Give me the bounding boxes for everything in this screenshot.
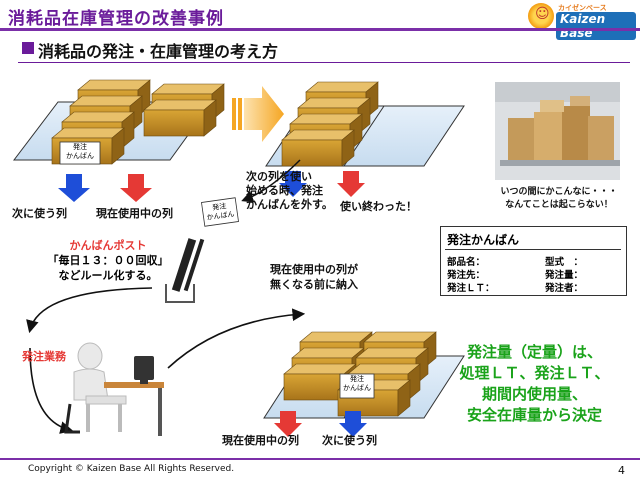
photo-caption: いつの間にかこんなに・・・ なんてことは起こらない！ bbox=[484, 186, 634, 212]
subheading: 消耗品の発注・在庫管理の考え方 bbox=[38, 42, 279, 61]
page-title: 消耗品在庫管理の改善事例 bbox=[8, 9, 224, 29]
conclusion-line: 発注量（定量）は、 bbox=[466, 343, 602, 361]
field-quantity: 発注量： bbox=[545, 270, 584, 281]
stock-shelf-photo bbox=[495, 82, 620, 180]
card-title: 発注かんばん bbox=[447, 233, 520, 247]
kanban-tag-label: 発注 かんばん bbox=[341, 375, 373, 393]
person-at-desk-icon bbox=[64, 342, 164, 436]
order-work-label: 発注業務 bbox=[22, 350, 66, 363]
used-up-label: 使い終わった！ bbox=[340, 200, 417, 213]
red-up-arrow-icon bbox=[337, 171, 365, 197]
conclusion-line: 処理ＬＴ、発注ＬＴ、 bbox=[459, 364, 610, 382]
delivery-line: 現在使用中の列が bbox=[270, 263, 358, 276]
logo-kana: カイゼンベース bbox=[558, 4, 607, 12]
blue-up-arrow-icon bbox=[339, 411, 367, 437]
caption-line: いつの間にかこんなに・・・ bbox=[500, 187, 618, 197]
kanban-tag-label: 発注 かんばん bbox=[62, 143, 98, 161]
kanban-post-rule: 「毎日１３：００回収」 bbox=[47, 254, 169, 267]
page-number: 4 bbox=[618, 464, 625, 477]
kanban-tag-line: 発注 bbox=[350, 375, 364, 383]
field-part-name: 部品名： bbox=[447, 257, 486, 268]
kanban-post-note: かんばんポスト 「毎日１３：００回収」 などルール化する。 bbox=[42, 238, 174, 283]
kanban-tag-line: 発注 bbox=[73, 143, 87, 151]
note-line: 次の列を使い bbox=[246, 170, 312, 183]
conclusion-line: 期間内使用量、 bbox=[481, 385, 587, 403]
delivery-line: 無くなる前に納入 bbox=[270, 278, 358, 291]
label-next-row: 次に使う列 bbox=[12, 207, 67, 220]
kanban-tag-icon bbox=[339, 373, 375, 399]
kaizen-base-logo: ☺ カイゼンベース Kaizen Base bbox=[528, 3, 636, 40]
field-orderer: 発注者： bbox=[545, 283, 584, 294]
box bbox=[143, 99, 217, 137]
kanban-post-title: かんばんポスト bbox=[69, 239, 147, 252]
orange-arrow-icon bbox=[232, 86, 284, 142]
field-lead-time: 発注ＬＴ： bbox=[447, 283, 495, 294]
kanban-tag-line: かんばん bbox=[66, 152, 94, 160]
conclusion-line: 安全在庫量から決定 bbox=[466, 406, 602, 424]
order-kanban-card: 発注かんばん 部品名： 発注先： 発注ＬＴ： 型式 ： 発注量： 発注者： bbox=[440, 226, 627, 296]
bullet-square-icon bbox=[22, 42, 34, 54]
detach-kanban-note: 次の列を使い 始める時、発注 かんばんを外す。 bbox=[246, 170, 333, 212]
kanban-post-icon bbox=[165, 238, 205, 303]
delivery-note: 現在使用中の列が 無くなる前に納入 bbox=[270, 262, 358, 292]
note-line: かんばんを外す。 bbox=[246, 198, 333, 211]
red-up-arrow-icon bbox=[274, 411, 302, 437]
sun-icon: ☺ bbox=[528, 3, 554, 29]
red-up-arrow-icon bbox=[120, 174, 152, 202]
note-line: 始める時、発注 bbox=[246, 184, 323, 197]
label-current-row: 現在使用中の列 bbox=[222, 434, 299, 447]
kanban-tag-icon bbox=[201, 197, 239, 227]
kanban-tag-icon bbox=[59, 141, 101, 165]
field-supplier: 発注先： bbox=[447, 270, 486, 281]
card-divider bbox=[445, 249, 621, 250]
label-current-row: 現在使用中の列 bbox=[96, 207, 173, 220]
caption-line: なんてことは起こらない！ bbox=[505, 200, 613, 210]
blue-up-arrow-icon bbox=[279, 171, 307, 197]
footer-rule bbox=[0, 458, 640, 460]
logo-text: Kaizen Base bbox=[556, 12, 636, 40]
order-quantity-conclusion: 発注量（定量）は、 処理ＬＴ、発注ＬＴ、 期間内使用量、 安全在庫量から決定 bbox=[432, 342, 637, 426]
box bbox=[281, 129, 355, 167]
field-model: 型式 ： bbox=[545, 257, 584, 268]
header-rule bbox=[0, 28, 640, 31]
blue-up-arrow-icon bbox=[58, 174, 90, 202]
subheading-rule bbox=[18, 62, 630, 63]
kanban-tag-line: かんばん bbox=[343, 384, 371, 392]
label-next-row: 次に使う列 bbox=[322, 434, 377, 447]
copyright: Copyright © Kaizen Base All Rights Reser… bbox=[28, 464, 235, 474]
kanban-post-rule: などルール化する。 bbox=[58, 269, 158, 282]
